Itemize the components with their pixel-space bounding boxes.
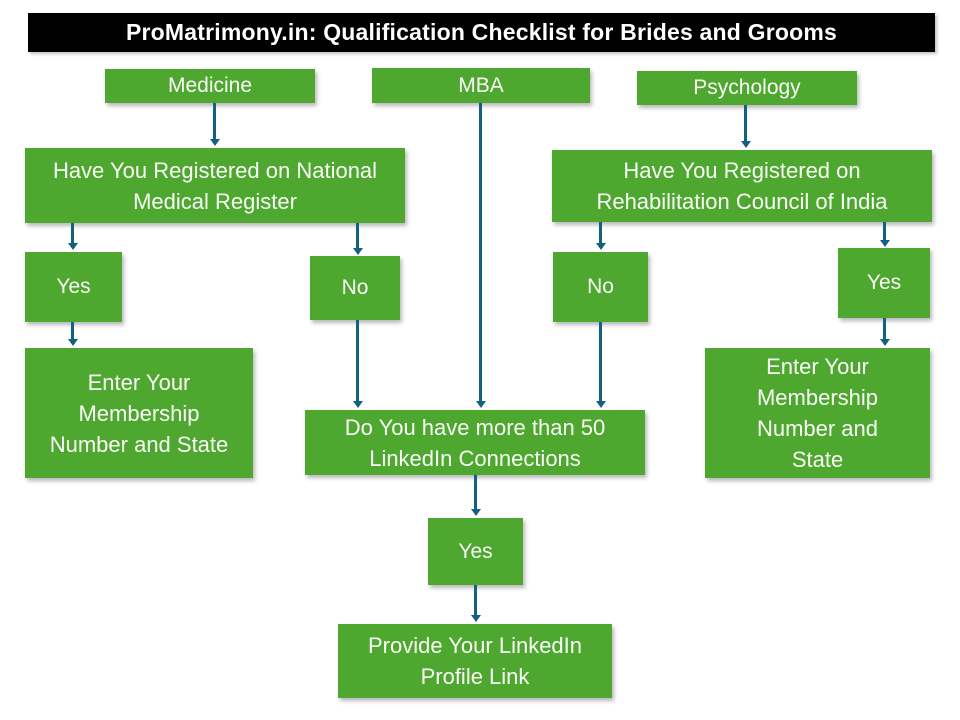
arrow-psychology-to-rehab-council — [744, 105, 747, 141]
arrow-no-left-to-linkedin-question — [356, 320, 359, 401]
arrow-mba-to-linkedin-question — [479, 103, 482, 401]
title-banner: ProMatrimony.in: Qualification Checklist… — [28, 13, 935, 52]
arrow-medical-register-to-yes-left — [71, 223, 74, 243]
arrow-linkedin-question-to-yes — [474, 475, 477, 509]
arrow-rehab-council-to-no-right — [599, 222, 602, 243]
node-enter-membership-right: Enter Your Membership Number and State — [705, 348, 930, 478]
arrow-yes-to-provide-profile — [474, 585, 477, 615]
node-mba: MBA — [372, 68, 590, 103]
node-provide-linkedin-profile: Provide Your LinkedIn Profile Link — [338, 624, 612, 698]
arrow-medicine-to-medical-register — [213, 103, 216, 139]
node-question-linkedin-connections: Do You have more than 50 LinkedIn Connec… — [305, 410, 645, 475]
node-no-left: No — [310, 256, 400, 320]
node-yes-bottom: Yes — [428, 518, 523, 585]
node-yes-right: Yes — [838, 248, 930, 318]
node-medicine: Medicine — [105, 69, 315, 103]
node-psychology: Psychology — [637, 71, 857, 105]
node-question-medical-register: Have You Registered on National Medical … — [25, 148, 405, 223]
arrow-medical-register-to-no-left — [356, 223, 359, 248]
page-title: ProMatrimony.in: Qualification Checklist… — [125, 19, 838, 45]
node-question-rehabilitation-council: Have You Registered on Rehabilitation Co… — [552, 150, 932, 222]
node-no-right: No — [553, 252, 648, 322]
arrow-no-right-to-linkedin-question — [599, 322, 602, 401]
node-enter-membership-left: Enter Your Membership Number and State — [25, 348, 253, 478]
arrow-rehab-council-to-yes-right — [883, 222, 886, 240]
arrow-yes-left-to-enter-membership — [71, 322, 74, 339]
arrow-yes-right-to-enter-membership — [883, 318, 886, 339]
node-yes-left: Yes — [25, 252, 122, 322]
